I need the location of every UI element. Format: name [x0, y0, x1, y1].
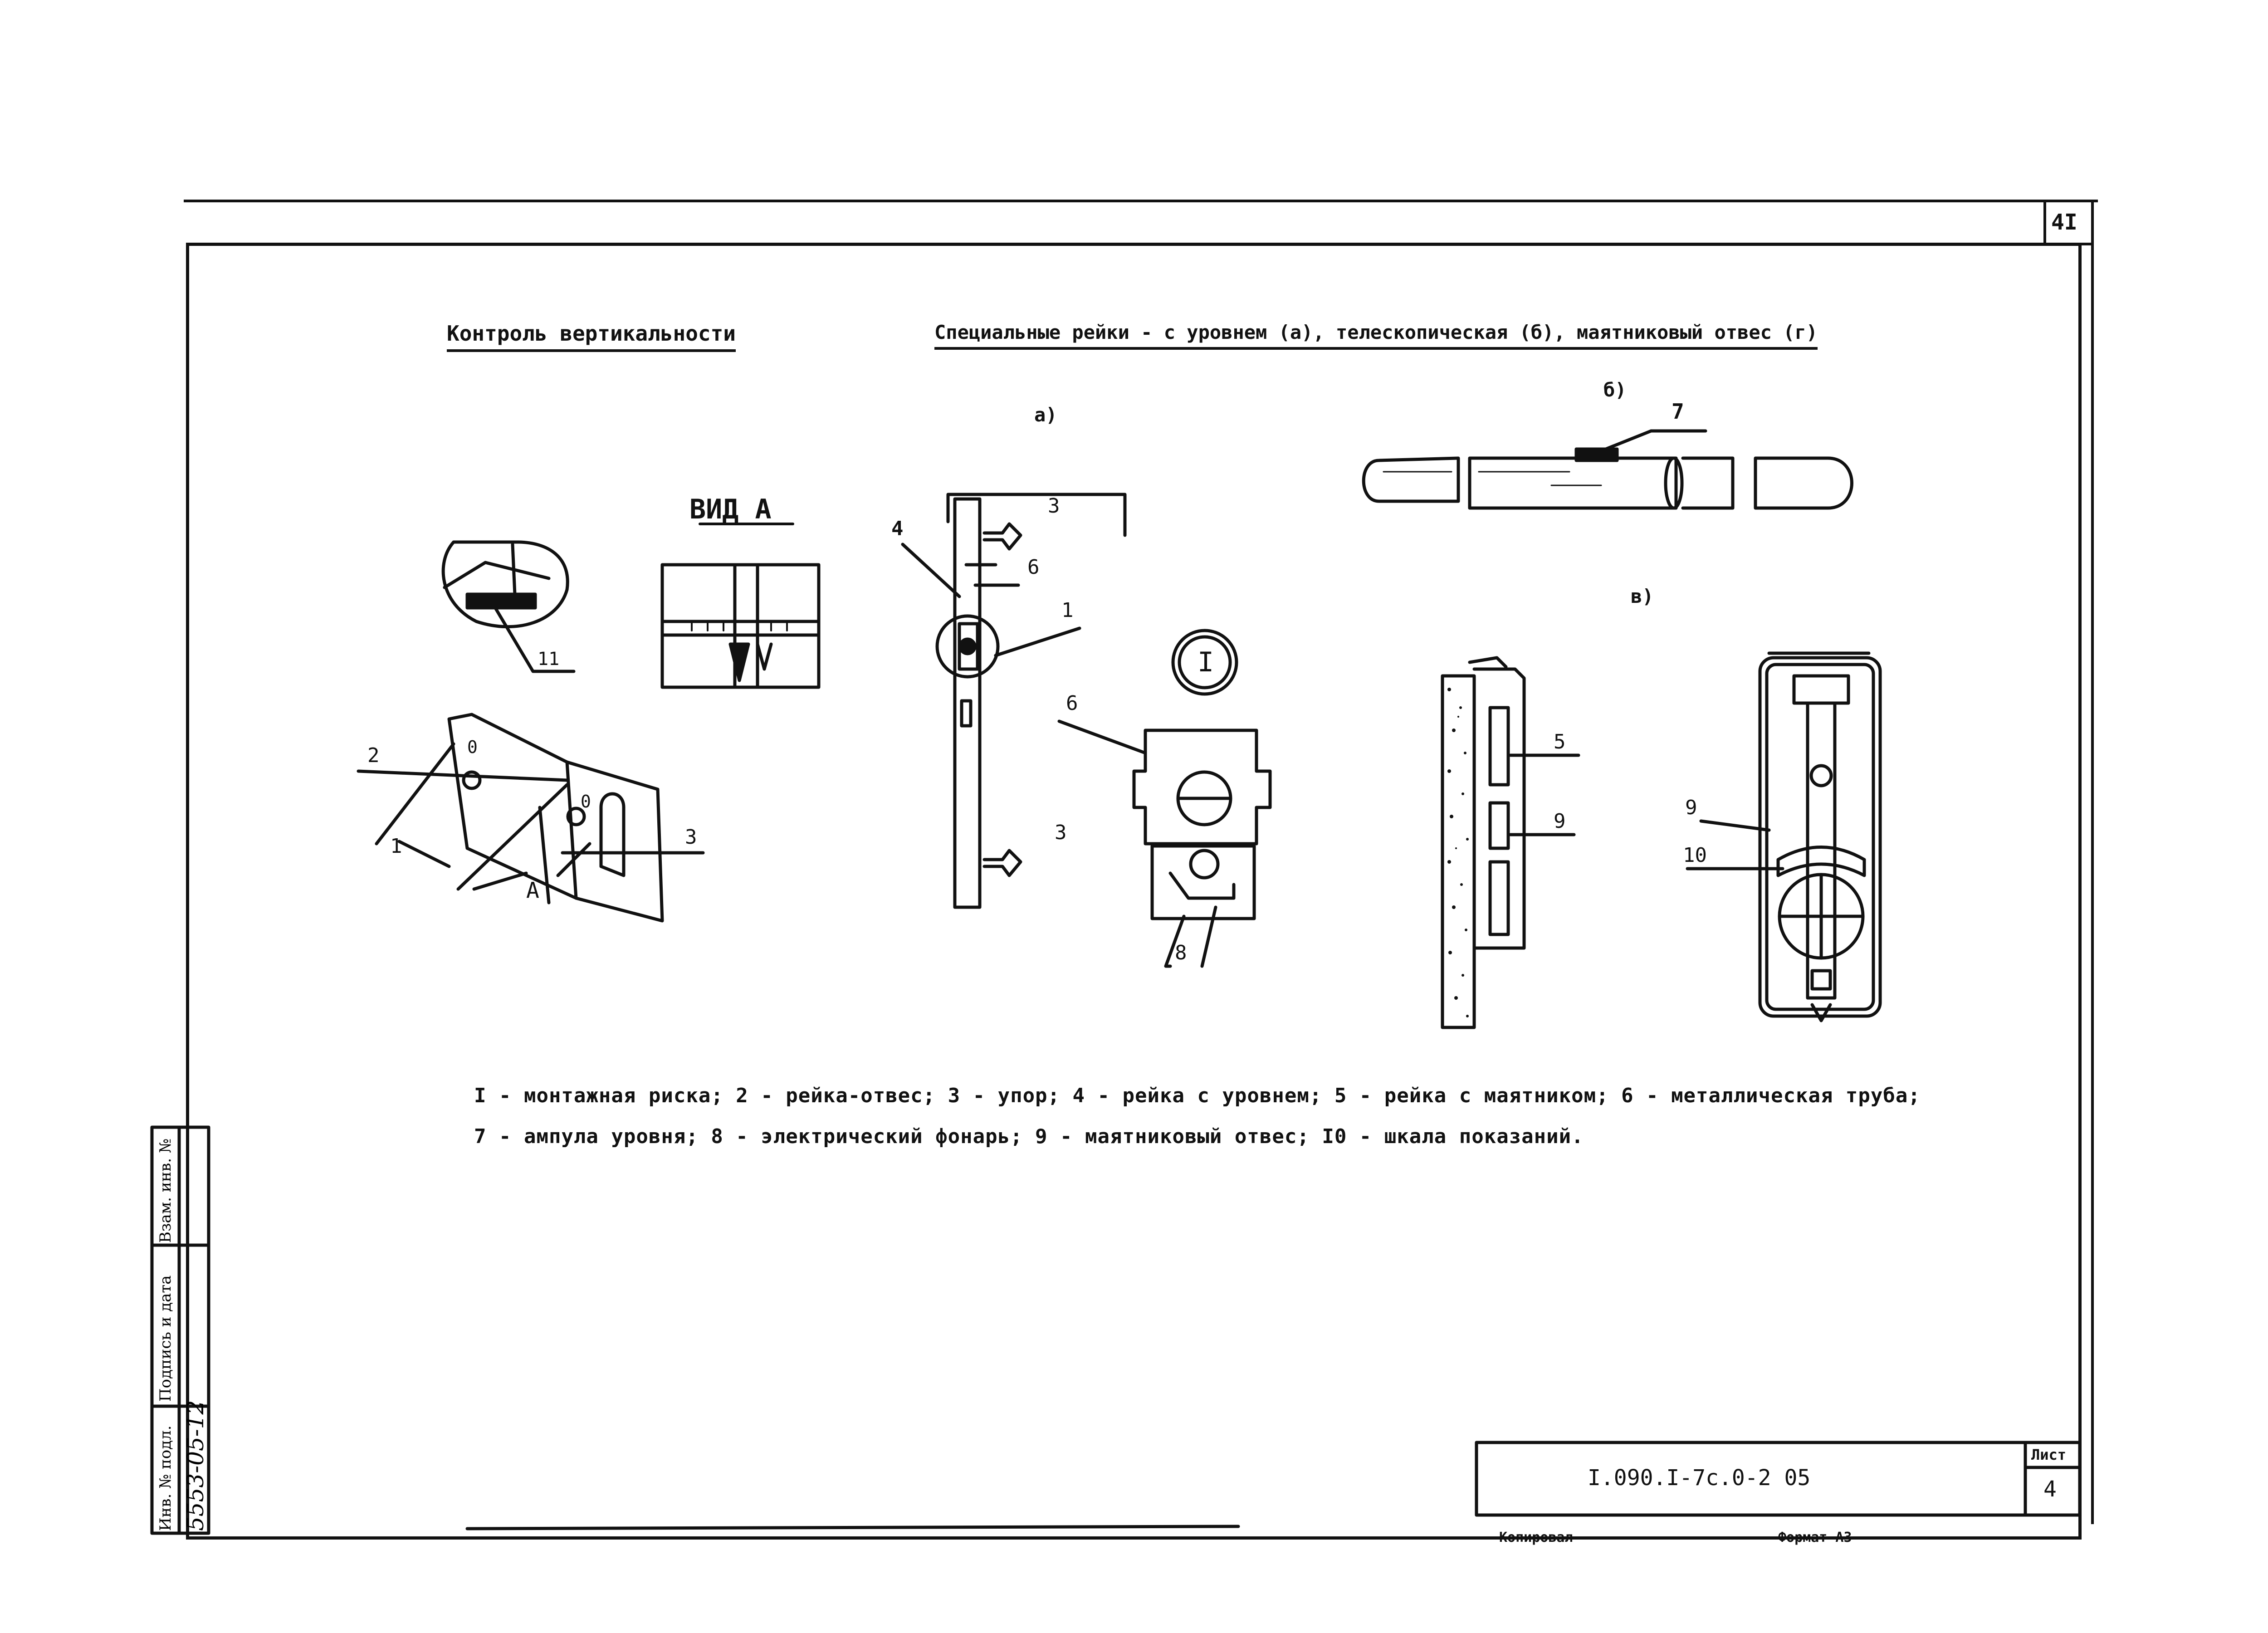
fig-g-pendulum	[1686, 651, 1882, 1022]
callout-6-detail: 6	[1066, 692, 1078, 715]
detail-circle-label: I	[1198, 646, 1214, 678]
detail-I	[1057, 629, 1272, 968]
callout-1-left: 1	[390, 835, 402, 858]
subfig-a-label: а)	[1034, 404, 1057, 426]
side-col-replace: Взам. инв. №	[156, 1138, 175, 1243]
format-label: Формат А3	[1778, 1530, 1852, 1545]
callout-9-rail: 9	[1554, 810, 1566, 833]
label-zero-a: 0	[467, 737, 478, 757]
view-a-box	[660, 523, 821, 689]
callout-2: 2	[367, 744, 380, 767]
side-col-sign: Подпись и дата	[156, 1275, 175, 1402]
view-a-label: ВИД A	[689, 494, 772, 525]
title-left: Контроль вертикальности	[447, 321, 736, 352]
fig-a-rail	[901, 493, 1127, 909]
side-col-inv: Инв. № подл.	[156, 1425, 175, 1531]
callout-3-left: 3	[685, 826, 697, 849]
callout-4: 4	[891, 517, 904, 540]
doc-code: I.090.I-7с.0-2 05	[1588, 1465, 1811, 1491]
callout-1-rail: 1	[1061, 599, 1074, 622]
side-inv-number: 5553-05-12	[182, 1400, 209, 1531]
title-block-lines	[1475, 1441, 2082, 1517]
sheet-label: Лист	[2031, 1446, 2067, 1463]
label-A: A	[526, 878, 539, 903]
callout-3-bottom: 3	[1055, 821, 1067, 844]
callout-3-top: 3	[1048, 494, 1060, 518]
legend-line-2: 7 - ампула уровня; 8 - электрический фон…	[474, 1125, 1584, 1148]
page-number: 4I	[2051, 210, 2077, 235]
wall-speckles	[1447, 688, 1469, 1017]
legend-line-1: I - монтажная риска; 2 - рейка-отвес; 3 …	[474, 1084, 1921, 1107]
outer-top-line	[184, 200, 2098, 202]
callout-6-rail: 6	[1027, 556, 1040, 579]
inner-frame	[186, 243, 2082, 1540]
fig-v-wall-rail	[1441, 656, 1580, 1029]
callout-8: 8	[1175, 941, 1187, 964]
sheet-number: 4	[2043, 1477, 2057, 1502]
fig-b-telescopic	[1362, 429, 1853, 510]
label-zero-b: 0	[581, 792, 591, 812]
right-double-line	[2091, 200, 2094, 1524]
copied-label: Копировал	[1499, 1530, 1573, 1545]
title-right: Специальные рейки - с уровнем (а), телес…	[934, 321, 1818, 350]
callout-11: 11	[538, 649, 560, 670]
page-number-box	[2043, 200, 2094, 245]
iso-sketch	[357, 713, 705, 923]
callout-5: 5	[1554, 730, 1566, 753]
detail-11-sketch	[441, 540, 576, 673]
side-table-lines	[150, 1125, 210, 1535]
subfig-v-label: в)	[1631, 585, 1654, 607]
callout-7: 7	[1672, 399, 1684, 424]
callout-9-pendulum: 9	[1685, 796, 1697, 819]
subfig-b-label: б)	[1603, 379, 1627, 401]
callout-10: 10	[1683, 844, 1707, 867]
